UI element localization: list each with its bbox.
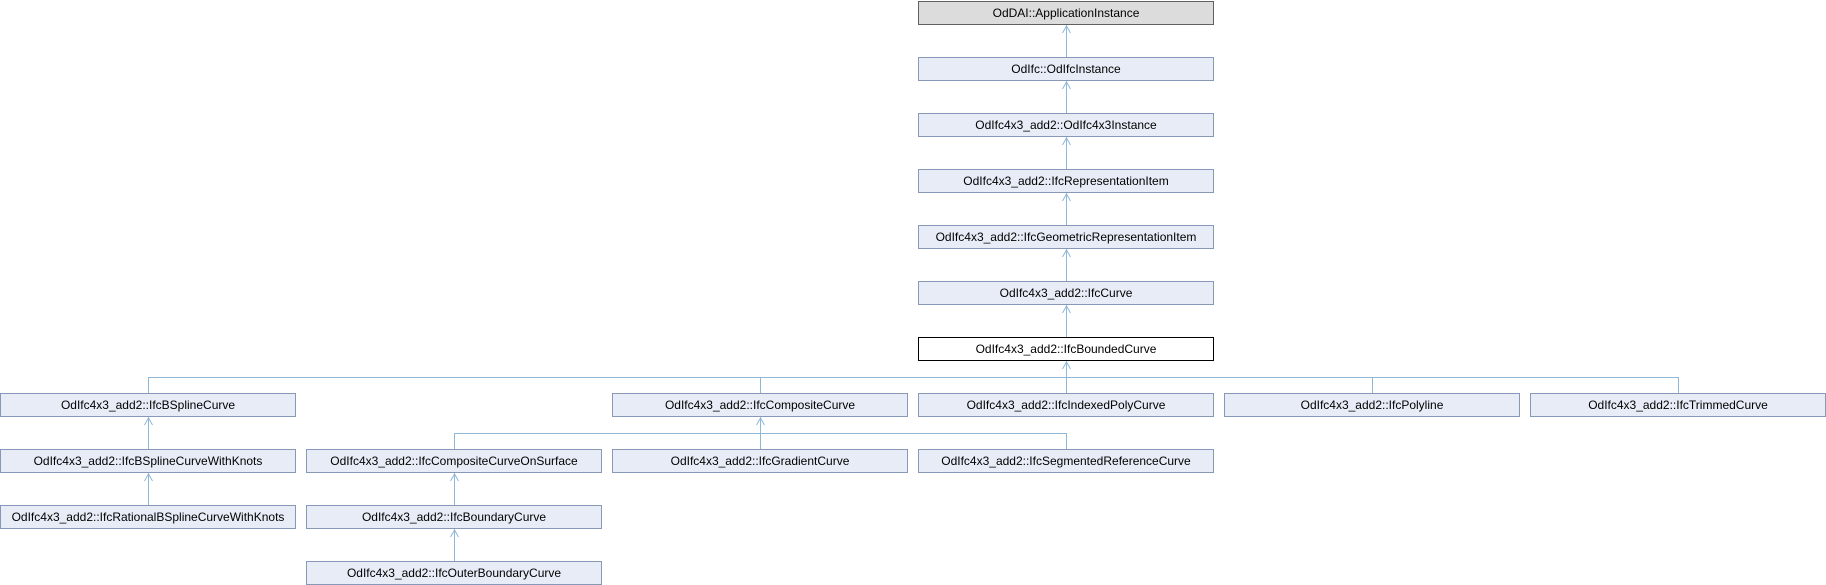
class-node-rational-bspline-curve-with-knots[interactable]: OdIfc4x3_add2::IfcRationalBSplineCurveWi… <box>0 505 296 529</box>
class-node-curve[interactable]: OdIfc4x3_add2::IfcCurve <box>918 281 1214 305</box>
edge-arrowhead-composite-curve-on-surface <box>450 472 459 482</box>
edge-arrowhead-representation-item <box>1062 192 1071 202</box>
edge-composite-curve-on-surface-to-composite-curve <box>454 417 761 449</box>
edge-arrowhead-bspline-curve-with-knots <box>144 472 153 482</box>
class-node-polyline[interactable]: OdIfc4x3_add2::IfcPolyline <box>1224 393 1520 417</box>
edge-arrowhead-application-instance <box>1062 24 1071 34</box>
class-node-trimmed-curve[interactable]: OdIfc4x3_add2::IfcTrimmedCurve <box>1530 393 1826 417</box>
edge-trimmed-curve-to-bounded-curve <box>1066 361 1679 393</box>
edge-composite-curve-to-bounded-curve <box>760 361 1067 393</box>
class-node-composite-curve-on-surface[interactable]: OdIfc4x3_add2::IfcCompositeCurveOnSurfac… <box>306 449 602 473</box>
class-node-outer-boundary-curve[interactable]: OdIfc4x3_add2::IfcOuterBoundaryCurve <box>306 561 602 585</box>
class-node-ifc-instance[interactable]: OdIfc::OdIfcInstance <box>918 57 1214 81</box>
edge-arrowhead-ifc4x3-instance <box>1062 136 1071 146</box>
class-node-segmented-reference-curve[interactable]: OdIfc4x3_add2::IfcSegmentedReferenceCurv… <box>918 449 1214 473</box>
edge-arrowhead-boundary-curve <box>450 528 459 538</box>
class-node-composite-curve[interactable]: OdIfc4x3_add2::IfcCompositeCurve <box>612 393 908 417</box>
class-node-bspline-curve-with-knots[interactable]: OdIfc4x3_add2::IfcBSplineCurveWithKnots <box>0 449 296 473</box>
edge-arrowhead-bspline-curve <box>144 416 153 426</box>
class-node-indexed-poly-curve[interactable]: OdIfc4x3_add2::IfcIndexedPolyCurve <box>918 393 1214 417</box>
class-node-gradient-curve[interactable]: OdIfc4x3_add2::IfcGradientCurve <box>612 449 908 473</box>
edge-segmented-reference-curve-to-composite-curve <box>760 417 1067 449</box>
edge-arrowhead-geometric-representation-item <box>1062 248 1071 258</box>
class-node-bspline-curve[interactable]: OdIfc4x3_add2::IfcBSplineCurve <box>0 393 296 417</box>
class-node-geometric-representation-item[interactable]: OdIfc4x3_add2::IfcGeometricRepresentatio… <box>918 225 1214 249</box>
class-node-representation-item[interactable]: OdIfc4x3_add2::IfcRepresentationItem <box>918 169 1214 193</box>
edge-arrowhead-ifc-instance <box>1062 80 1071 90</box>
edge-arrowhead-curve <box>1062 304 1071 314</box>
class-node-application-instance[interactable]: OdDAI::ApplicationInstance <box>918 1 1214 25</box>
class-node-ifc4x3-instance[interactable]: OdIfc4x3_add2::OdIfc4x3Instance <box>918 113 1214 137</box>
class-node-bounded-curve-current: OdIfc4x3_add2::IfcBoundedCurve <box>918 337 1214 361</box>
class-node-boundary-curve[interactable]: OdIfc4x3_add2::IfcBoundaryCurve <box>306 505 602 529</box>
